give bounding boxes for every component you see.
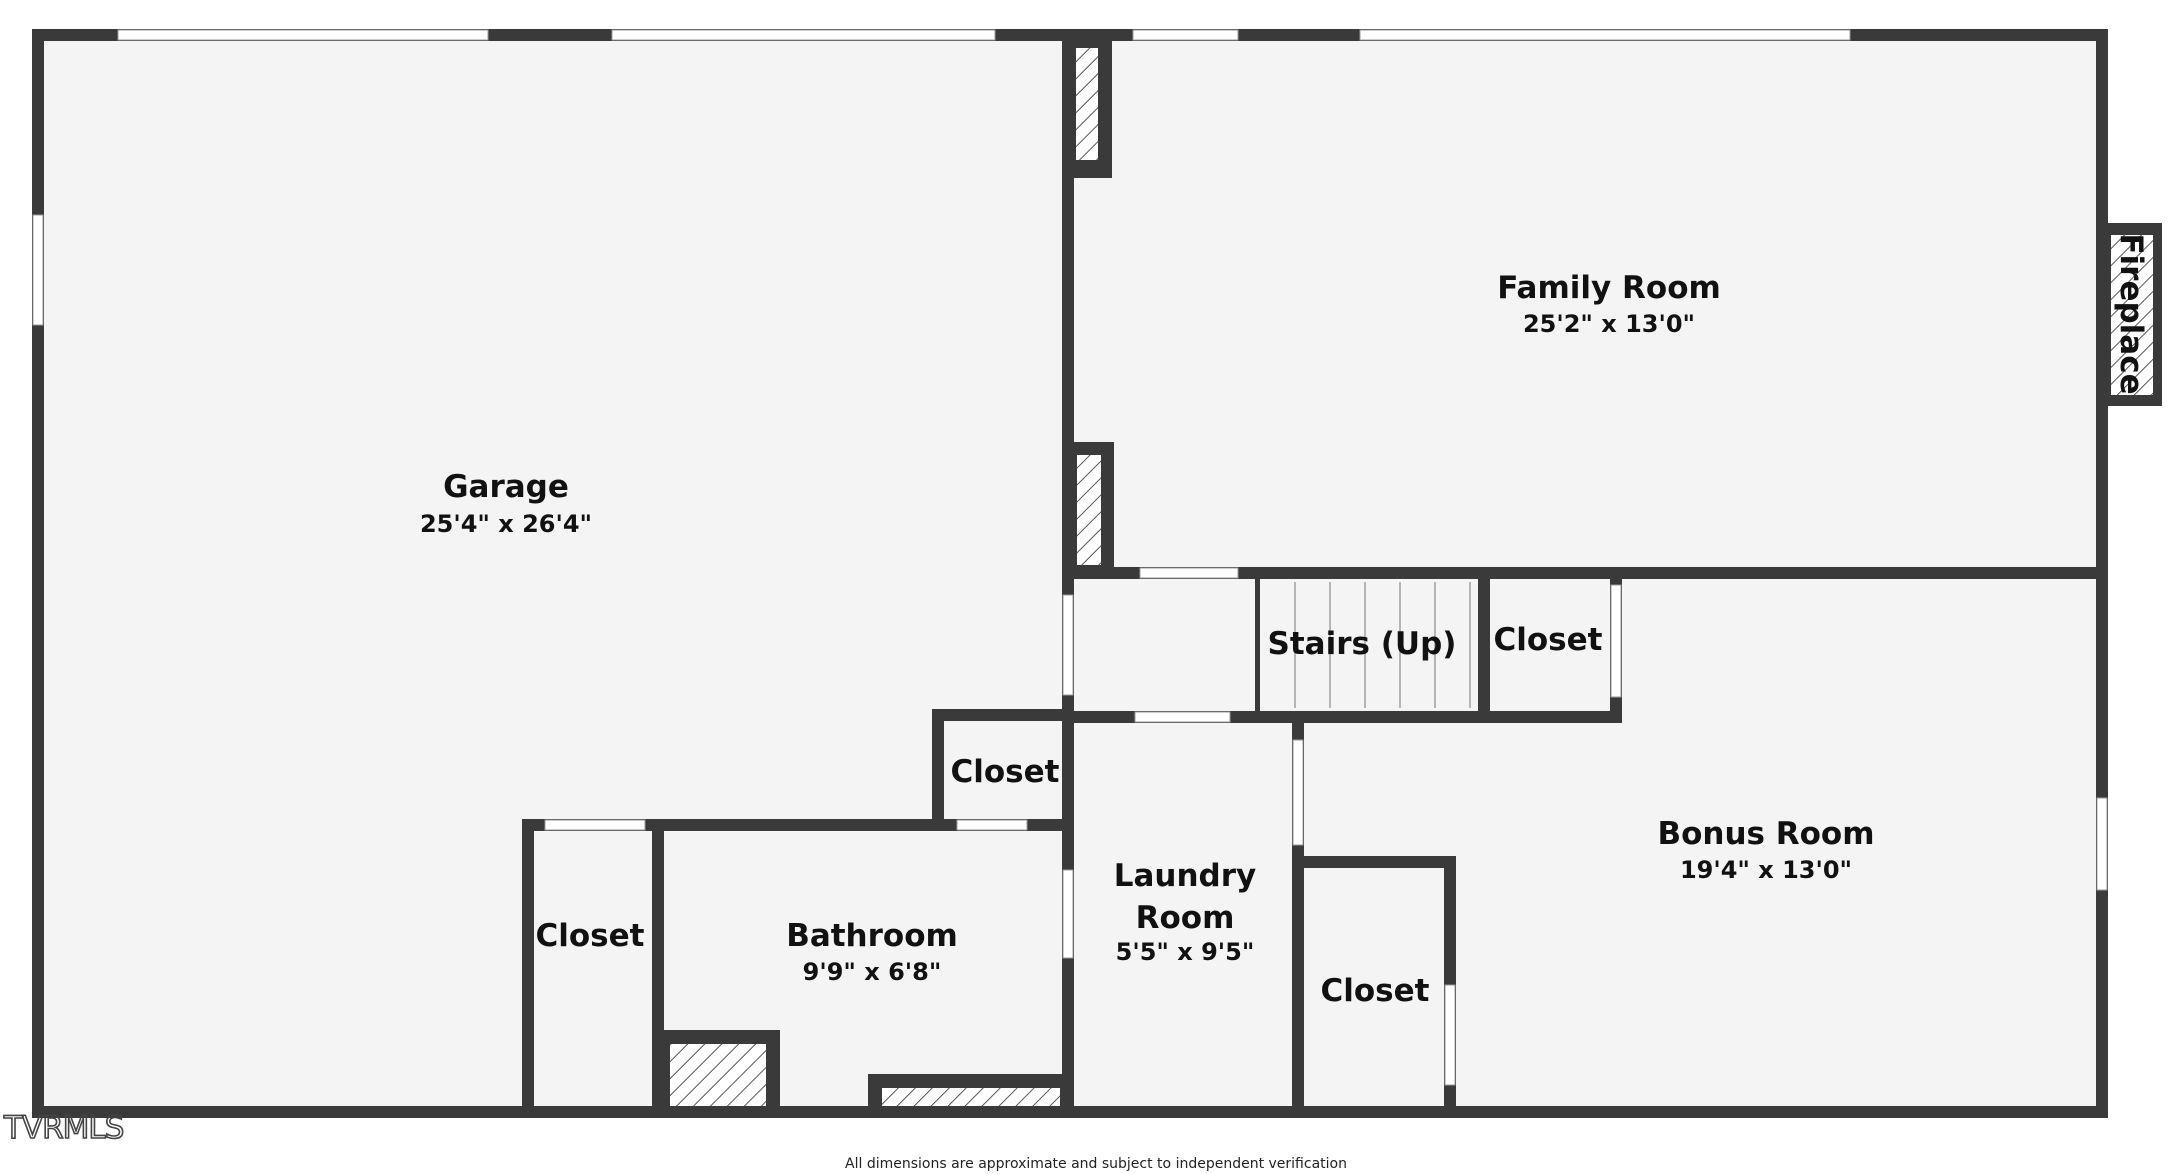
hatched-fixtures [660, 48, 1101, 1118]
laundry-room-label-line1: Laundry [1114, 858, 1257, 894]
family-room-dims: 25'2" x 13'0" [1523, 310, 1695, 338]
fireplace [2100, 223, 2162, 406]
mls-watermark: TVRMLS [3, 1110, 123, 1146]
bathroom-label: Bathroom [786, 918, 958, 954]
stairs-label: Stairs (Up) [1268, 626, 1457, 662]
closet-left-label: Closet [536, 918, 645, 954]
garage-label: Garage [443, 469, 569, 505]
fireplace-label: Fireplace [2113, 233, 2149, 394]
bathroom-dims: 9'9" x 6'8" [803, 958, 942, 986]
closet-bonus-label: Closet [1321, 973, 1430, 1009]
windows [32, 29, 2108, 891]
laundry-room-label-line2: Room [1136, 900, 1235, 936]
closet-hall-label: Closet [951, 754, 1060, 790]
stair-treads [1294, 582, 1471, 708]
footer-disclaimer: All dimensions are approximate and subje… [845, 1156, 1347, 1172]
door-openings [544, 567, 1622, 1086]
bonus-room-dims: 19'4" x 13'0" [1680, 856, 1852, 884]
closet-stairs-label: Closet [1494, 622, 1603, 658]
bonus-room-label: Bonus Room [1657, 816, 1874, 852]
family-room-label: Family Room [1497, 270, 1721, 306]
garage-dims: 25'4" x 26'4" [420, 510, 592, 538]
laundry-room-dims: 5'5" x 9'5" [1116, 938, 1255, 966]
